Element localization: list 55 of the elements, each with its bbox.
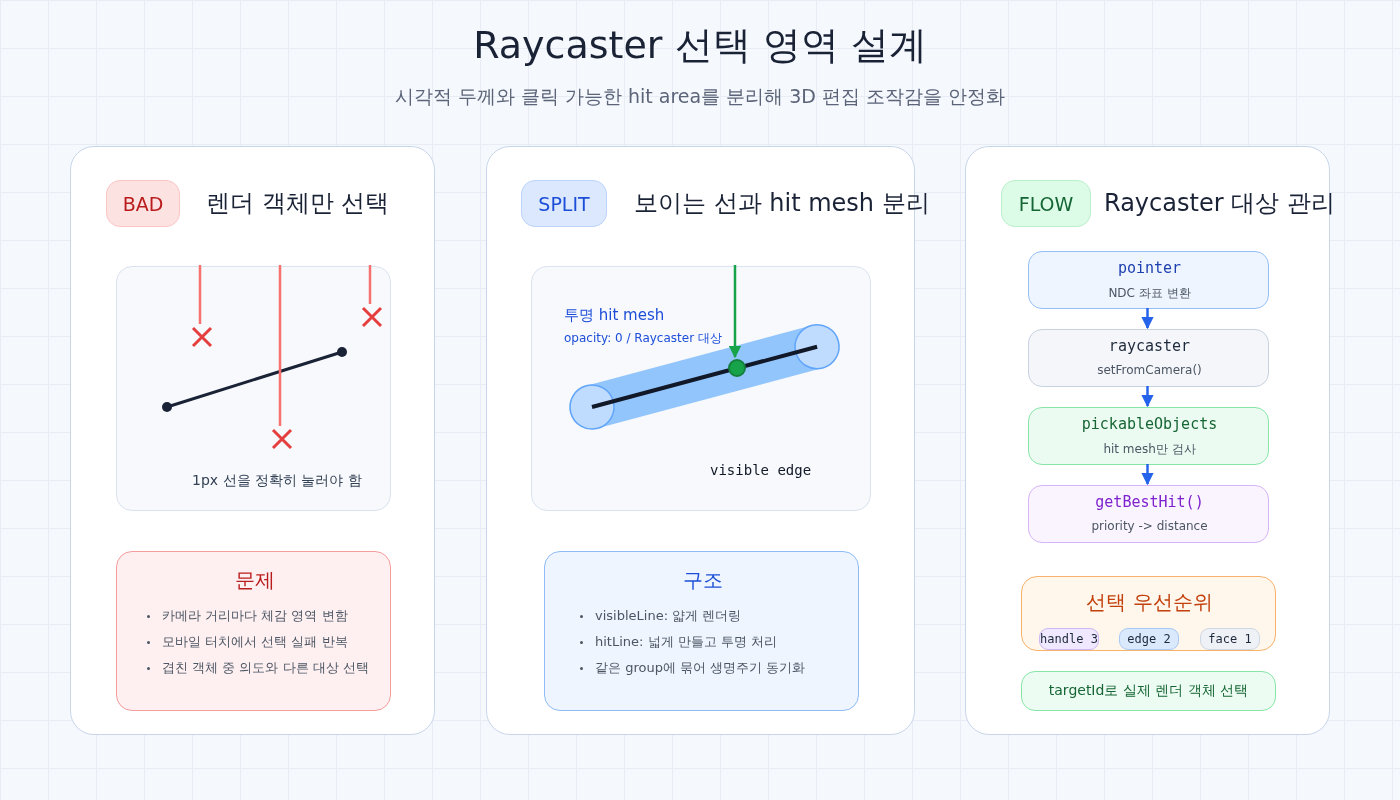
code-label: getBestHit() [1095,493,1204,511]
step-caption: priority -> distance [1091,519,1208,533]
illustration-panel [116,266,391,511]
annotation-text: opacity: 0 / Raycaster 대상 [564,330,722,347]
bullet-item: hitLine: 넓게 만들고 투명 처리 [595,633,777,651]
priority-chip: face 1 [1200,628,1260,650]
code-label: pointer [1117,259,1182,277]
box-heading: 문제 [234,567,275,594]
ray-line [368,265,372,304]
miss-cross-icon [361,306,383,328]
ray-line [198,265,202,324]
hit-point-marker [728,359,746,377]
ray-line [278,265,282,426]
box-heading: 선택 우선순위 [1086,589,1213,616]
code-label: visible edge [710,462,812,478]
card-heading: 렌더 객체만 선택 [206,188,390,219]
note-box [544,551,859,711]
process-box [1028,329,1269,387]
arrow [1141,386,1154,408]
process-box [1028,251,1269,309]
bullet-item: 겹친 객체 중 의도와 다른 대상 선택 [162,659,369,677]
annotation-text: 투명 hit mesh [564,306,665,325]
badge: BAD [106,180,180,227]
priority-chip: handle 3 [1039,628,1099,650]
arrow [728,265,742,359]
subtitle: 시각적 두께와 클릭 가능한 hit area를 분리해 3D 편집 조작감을 안정화 [394,84,1006,109]
bullet-item: 카메라 거리마다 체감 영역 변함 [162,607,348,625]
code-label: raycaster [1108,337,1191,355]
badge: FLOW [1001,180,1091,227]
illustration-panel [531,266,871,511]
priority-chip: edge 2 [1119,628,1179,650]
miss-cross-icon [191,326,213,348]
bullet-item: 모바일 터치에서 선택 실패 반복 [162,633,348,651]
code-label: pickableObjects [1081,415,1218,433]
process-box [1028,485,1269,543]
bullet-item: 같은 group에 묶어 생명주기 동기화 [595,659,806,677]
step-caption: setFromCamera() [1097,363,1202,377]
result-box: targetId로 실제 렌더 객체 선택 [1021,671,1276,711]
step-caption: NDC 좌표 변환 [1108,285,1191,302]
priority-box [1021,576,1276,651]
content-card [965,146,1330,735]
bullet-item: visibleLine: 얇게 렌더링 [595,607,742,625]
box-heading: 구조 [682,567,723,594]
note-box [116,551,391,711]
step-caption: hit mesh만 검사 [1103,441,1196,458]
arrow [1141,464,1154,486]
card-heading: 보이는 선과 hit mesh 분리 [634,188,930,219]
badge: SPLIT [521,180,607,227]
arrow [1141,308,1154,330]
title: Raycaster 선택 영역 설계 [473,22,927,69]
miss-cross-icon [271,428,293,450]
caption-text: 1px 선을 정확히 눌러야 함 [192,472,362,490]
process-box [1028,407,1269,465]
card-heading: Raycaster 대상 관리 [1104,188,1335,219]
content-card [70,146,435,735]
